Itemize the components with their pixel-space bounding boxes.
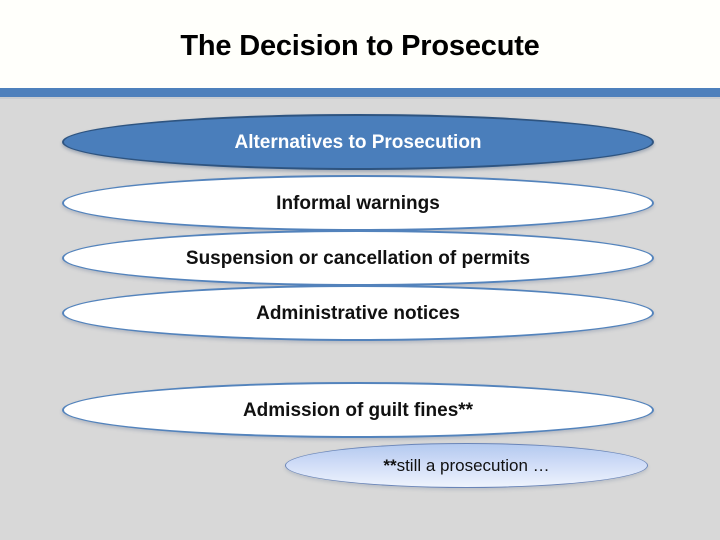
footnote-text-wrapper: **still a prosecution …: [383, 456, 549, 476]
ellipse-label-alternatives-to-prosecution: Alternatives to Prosecution: [234, 131, 482, 153]
page-title: The Decision to Prosecute: [180, 29, 540, 62]
ellipse-informal-warnings[interactable]: Informal warnings: [62, 175, 654, 231]
ellipse-admission-of-guilt-fines[interactable]: Admission of guilt fines**: [62, 382, 654, 438]
ellipse-suspension-or-cancellation-of-permits[interactable]: Suspension or cancellation of permits: [62, 230, 654, 286]
ellipse-label-suspension-or-cancellation-of-permits: Suspension or cancellation of permits: [185, 247, 531, 269]
footnote-marker: **: [383, 455, 397, 475]
ellipse-administrative-notices[interactable]: Administrative notices: [62, 285, 654, 341]
title-accent-bar-shadow: [0, 97, 720, 99]
ellipse-label-administrative-notices: Administrative notices: [256, 302, 460, 324]
ellipse-label-informal-warnings: Informal warnings: [276, 192, 440, 214]
footnote-text: still a prosecution …: [396, 455, 550, 475]
slide-body: Alternatives to Prosecution Informal war…: [0, 99, 720, 540]
slide-title-band: The Decision to Prosecute: [0, 0, 720, 88]
ellipse-label-admission-of-guilt-fines: Admission of guilt fines**: [242, 399, 474, 421]
title-accent-bar: [0, 88, 720, 97]
ellipse-still-a-prosecution-note[interactable]: **still a prosecution …: [285, 443, 648, 488]
ellipse-alternatives-to-prosecution[interactable]: Alternatives to Prosecution: [62, 114, 654, 170]
